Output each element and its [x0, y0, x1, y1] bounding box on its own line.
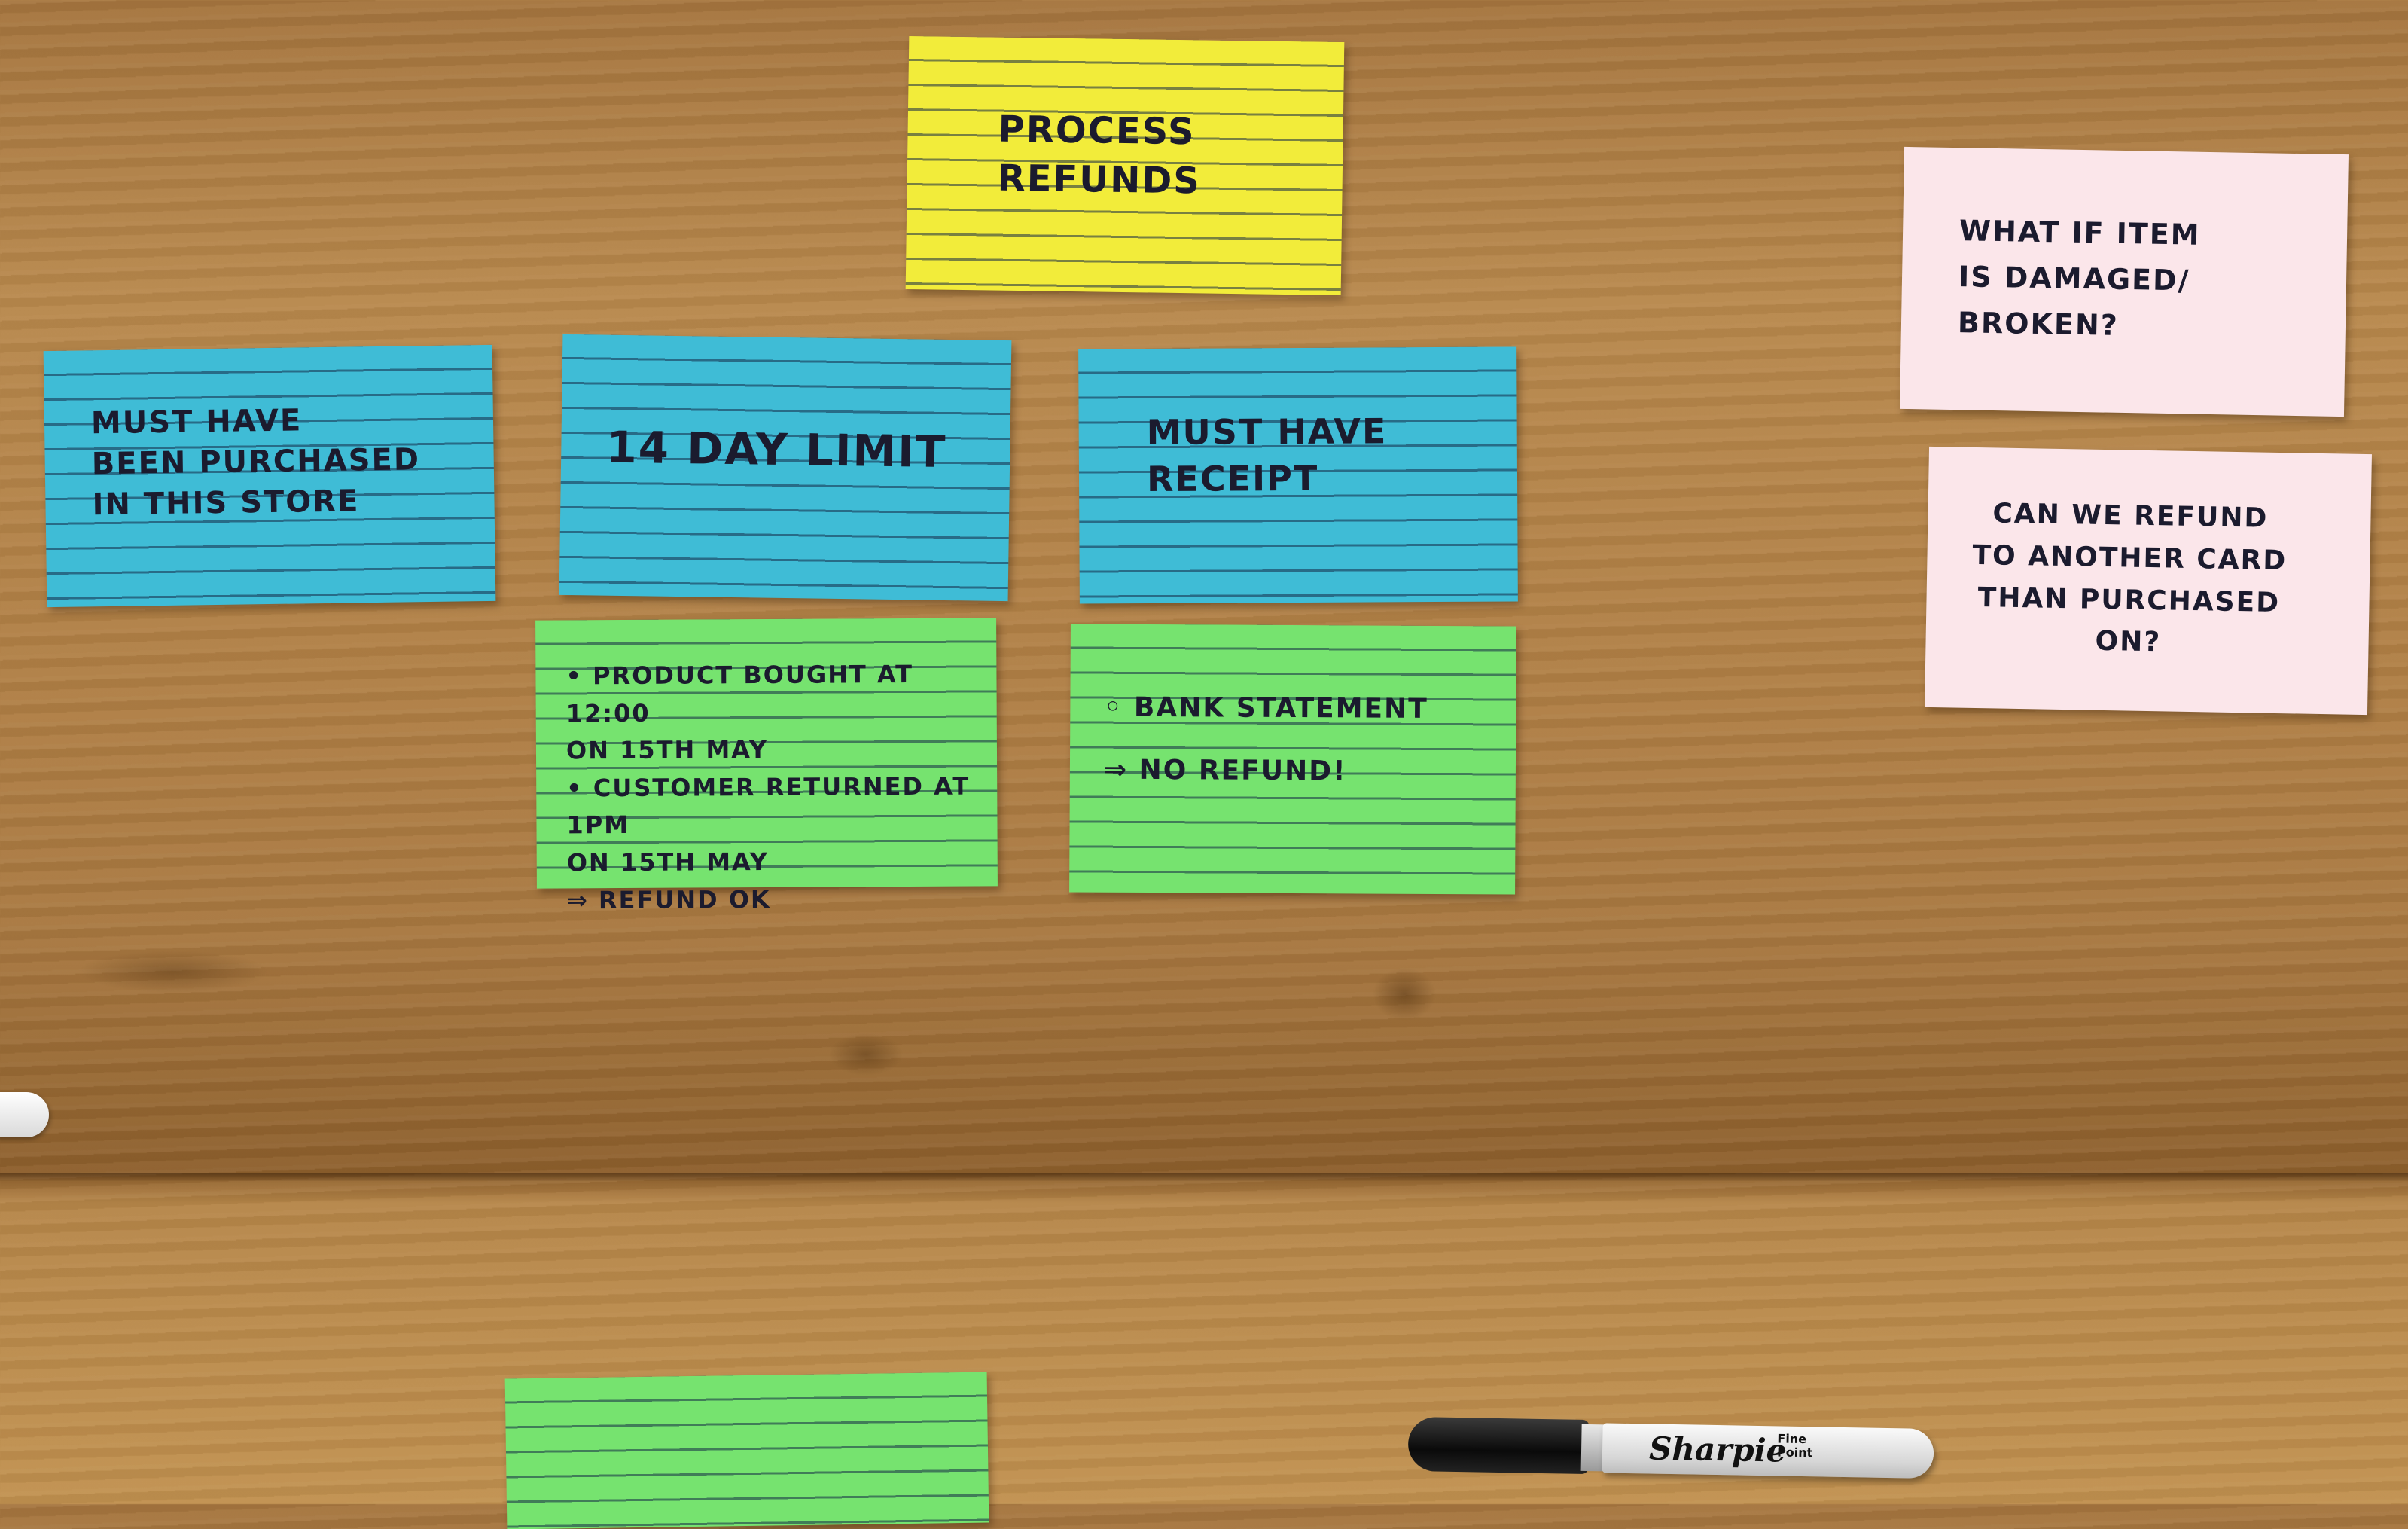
marker-cap-left[interactable]: [0, 1092, 49, 1137]
rule-card-store[interactable]: Must have been purchased in this store: [43, 344, 496, 608]
example-card-receipt[interactable]: ◦ Bank statement ⇒ No refund!: [1069, 624, 1516, 895]
example-card-limit[interactable]: • Product bought at 12:00 on 15th May • …: [535, 618, 998, 914]
rule-card-limit[interactable]: 14 day limit: [559, 334, 1012, 602]
title-card[interactable]: Process Refunds: [905, 35, 1345, 296]
question-card-damaged[interactable]: What if item is damaged/ broken?: [1900, 146, 2349, 417]
question-card-other-card[interactable]: Can we refund to another card than purch…: [1925, 446, 2372, 716]
blank-card[interactable]: [504, 1372, 989, 1529]
example-card-limit-text: • Product bought at 12:00 on 15th May • …: [565, 659, 971, 914]
rule-card-receipt-text: Must have receipt: [1146, 410, 1388, 500]
title-card-text: Process Refunds: [997, 108, 1202, 203]
marker-brand-logo: Sharpie: [1648, 1430, 1787, 1469]
question-card-other-card-text: Can we refund to another card than purch…: [1972, 498, 2288, 658]
marker-point-label: Fine Point: [1776, 1431, 1813, 1460]
question-card-damaged-text: What if item is damaged/ broken?: [1957, 214, 2201, 342]
rule-card-store-text: Must have been purchased in this store: [90, 403, 421, 523]
example-card-receipt-text: ◦ Bank statement ⇒ No refund!: [1103, 691, 1428, 787]
sharpie-marker[interactable]: Sharpie Fine Point: [1400, 1408, 1943, 1500]
table-seam: [0, 1173, 2408, 1181]
marker-cap: [1407, 1416, 1590, 1475]
rule-card-limit-text: 14 day limit: [605, 421, 947, 478]
rule-card-receipt[interactable]: Must have receipt: [1078, 346, 1518, 604]
marker-band: [1580, 1424, 1605, 1472]
